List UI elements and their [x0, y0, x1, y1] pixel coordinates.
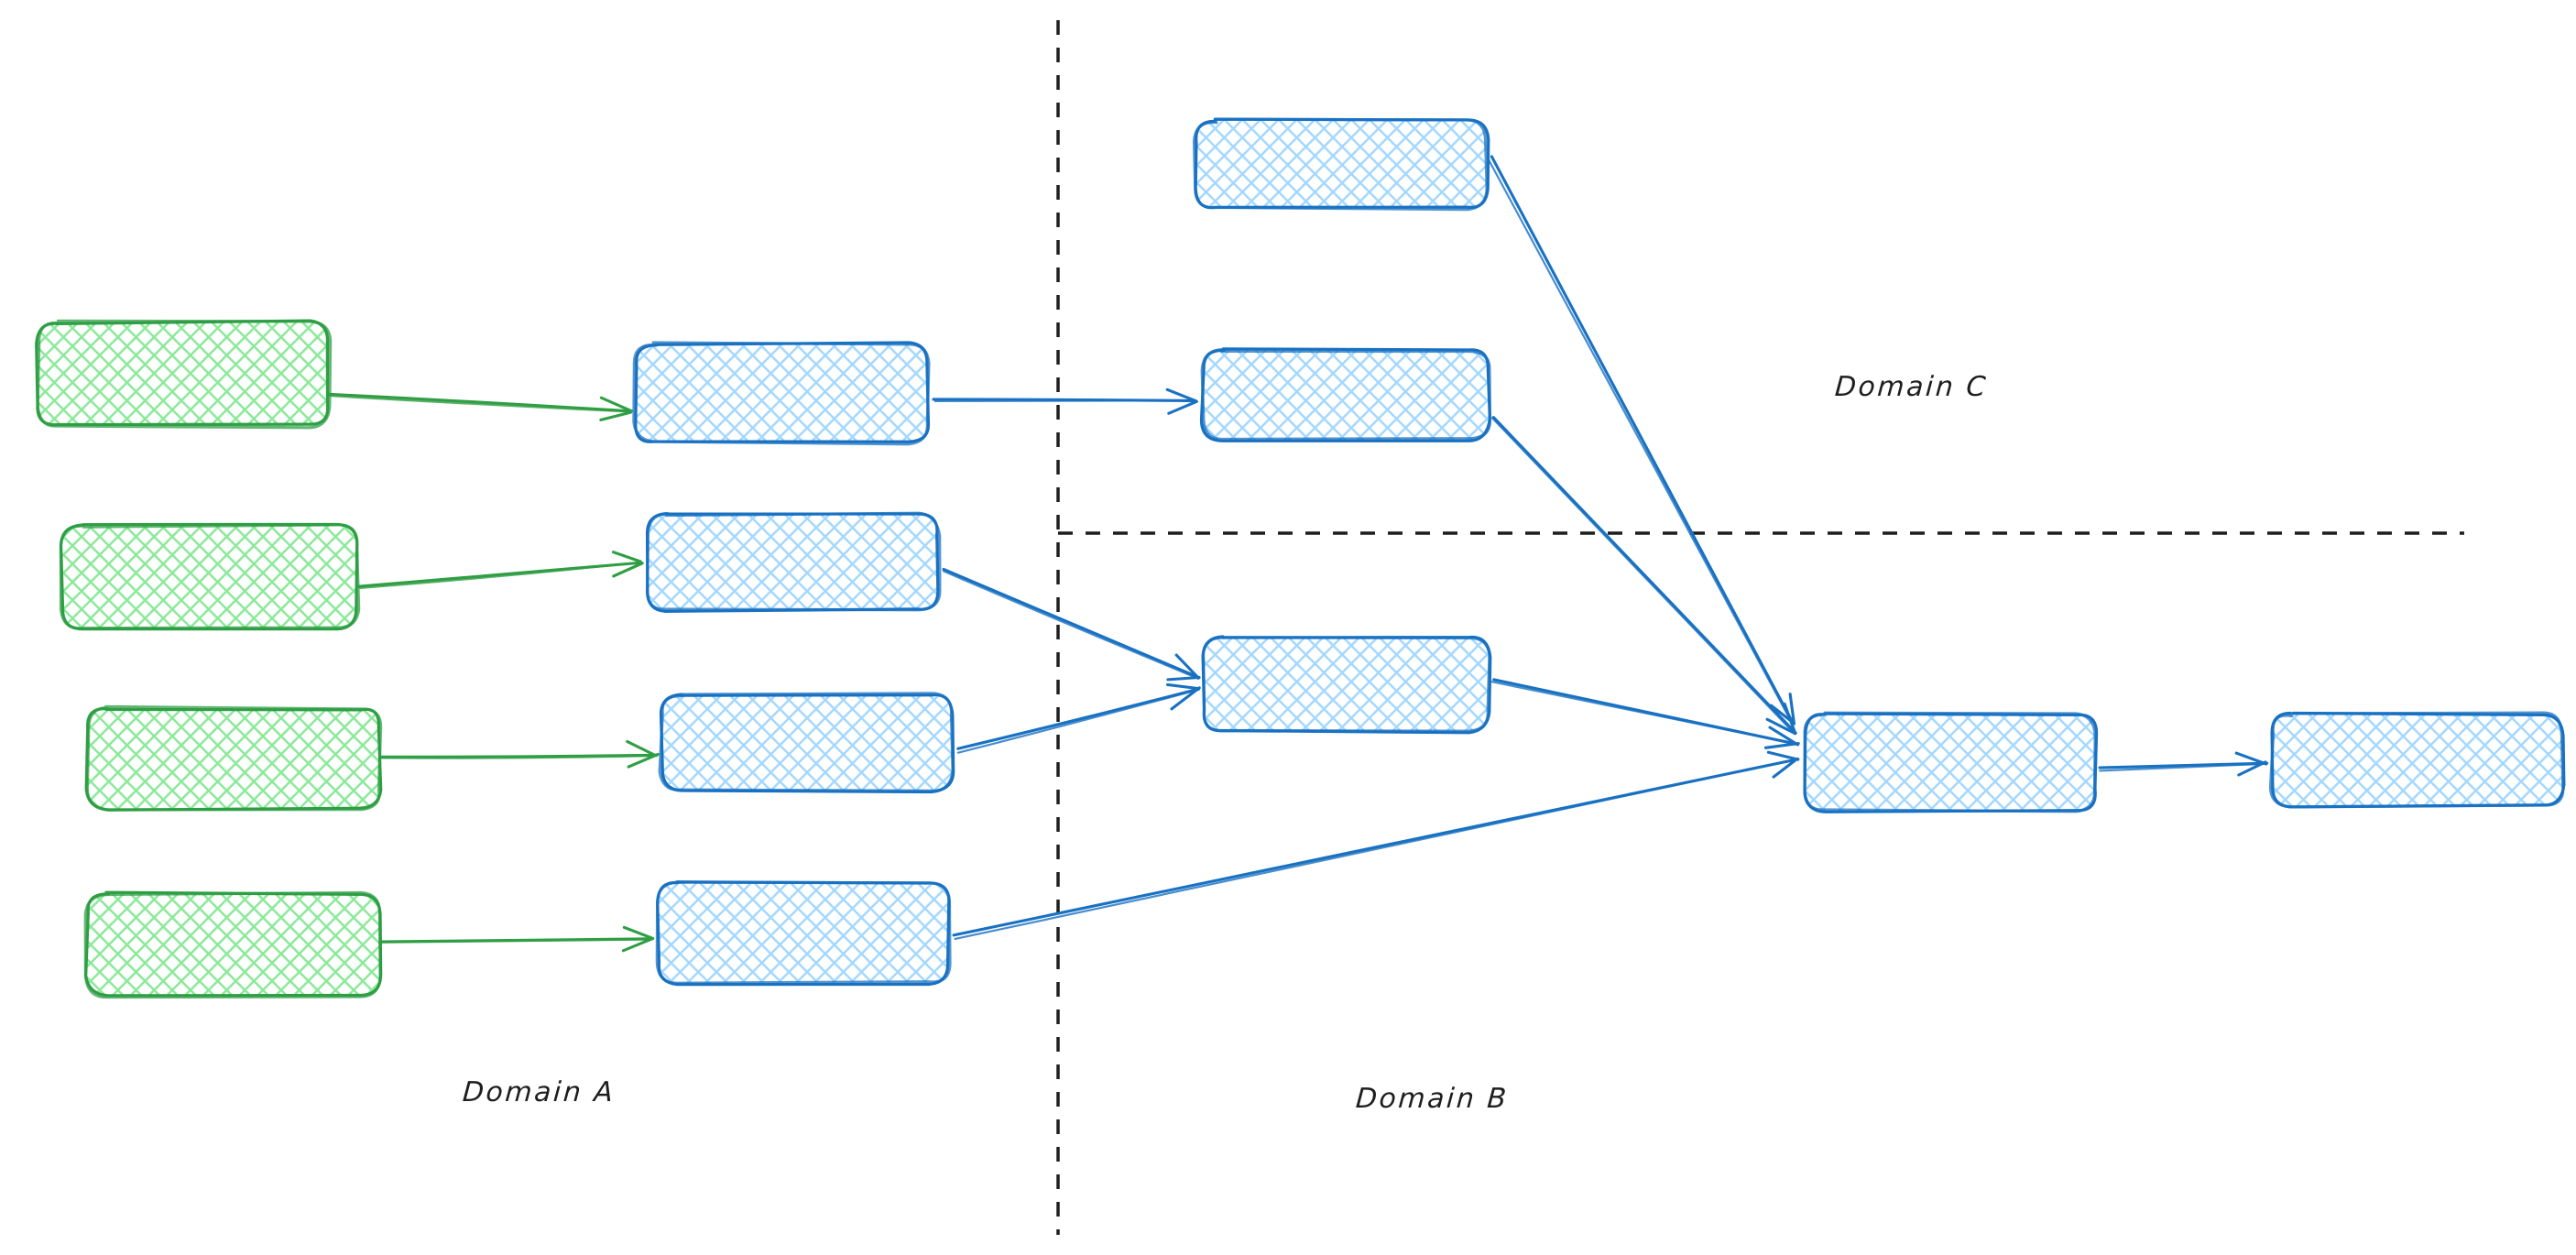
domain-b-label: Domain B — [1354, 1083, 1510, 1115]
edge-c3-d1 — [1490, 678, 1800, 749]
node-fill — [1202, 636, 1490, 732]
edge-c2-d1 — [1491, 416, 1797, 736]
node-c2[interactable] — [1199, 347, 1492, 442]
edge-b1-c2 — [932, 387, 1198, 415]
node-b2[interactable] — [645, 511, 942, 613]
edge-arrowhead-upper — [1772, 757, 1799, 779]
edge-shaft — [1491, 416, 1797, 735]
node-outline — [83, 890, 382, 999]
node-fill — [660, 693, 954, 791]
edge-shaft — [1490, 681, 1799, 746]
node-outline — [1202, 636, 1491, 733]
edge-shaft — [380, 754, 659, 759]
node-outline — [35, 319, 330, 427]
edge-arrowhead-lower — [611, 551, 642, 563]
edge-d1-e1 — [2098, 751, 2269, 777]
node-fill — [2271, 714, 2564, 807]
node-outline — [59, 523, 361, 630]
node-outline — [1192, 117, 1489, 212]
edge-a2-b2 — [356, 551, 644, 589]
node-fill — [87, 892, 381, 997]
node-outline — [85, 704, 383, 812]
node-b4[interactable] — [655, 880, 952, 987]
node-outline — [2268, 711, 2565, 809]
node-c1[interactable] — [1192, 117, 1490, 212]
node-a2[interactable] — [59, 522, 361, 631]
node-fill — [635, 343, 929, 442]
node-fill — [37, 322, 330, 427]
node-b3[interactable] — [658, 692, 955, 794]
edge-a3-b3 — [380, 739, 660, 769]
node-fill — [1804, 714, 2097, 812]
edge-arrowhead-lower — [1165, 387, 1198, 403]
node-fill — [86, 708, 381, 810]
node-fill — [62, 525, 358, 629]
node-outline — [1200, 348, 1492, 442]
node-a1[interactable] — [35, 319, 333, 430]
edge-arrowhead-lower — [622, 925, 653, 940]
edge-arrowhead-upper — [1170, 686, 1201, 711]
node-outline — [632, 341, 931, 446]
edge-arrowhead-upper — [621, 936, 655, 953]
edge-arrowhead-lower — [1788, 693, 1796, 726]
edge-arrowhead-upper — [1765, 717, 1797, 736]
edge-arrowhead-lower — [2234, 751, 2268, 766]
edge-arrowhead-upper — [599, 410, 633, 421]
edge-shaft — [1487, 158, 1794, 726]
node-c3[interactable] — [1201, 635, 1492, 735]
edge-b4-d1 — [952, 750, 1800, 941]
edge-shaft — [379, 938, 653, 944]
edge-shaft — [327, 394, 631, 413]
edge-shaft — [2099, 762, 2268, 772]
node-outline — [655, 880, 952, 985]
edge-arrowhead-upper — [1167, 399, 1198, 415]
node-a3[interactable] — [84, 704, 383, 812]
edge-shaft — [942, 570, 1199, 680]
edge-arrowhead-lower — [599, 396, 633, 413]
edge-shaft — [956, 687, 1200, 750]
node-fill — [646, 514, 939, 611]
edge-arrowhead-upper — [612, 562, 644, 578]
edge-b2-c3 — [942, 567, 1201, 682]
node-b1[interactable] — [632, 341, 931, 446]
node-fill — [1195, 120, 1488, 209]
node-fill — [657, 881, 950, 983]
edge-shaft — [327, 392, 633, 413]
edge-a4-b4 — [379, 925, 655, 953]
domain-c-label: Domain C — [1833, 371, 1990, 403]
edge-arrowhead-lower — [1768, 726, 1799, 747]
node-e1[interactable] — [2268, 711, 2566, 809]
edge-arrowhead-lower — [1766, 750, 1800, 761]
node-outline — [1803, 711, 2097, 813]
nodes-group — [35, 117, 2566, 999]
edge-arrowhead-lower — [1174, 653, 1200, 680]
edge-arrowhead-upper — [1763, 741, 1800, 749]
node-outline — [645, 511, 942, 612]
edge-shaft — [956, 688, 1200, 754]
edge-c1-d1 — [1487, 155, 1796, 726]
edges-group — [327, 155, 2269, 953]
edge-arrowhead-upper — [627, 752, 660, 769]
edge-shaft — [358, 561, 642, 589]
edge-shaft — [954, 758, 1800, 941]
edge-b3-c3 — [956, 682, 1201, 754]
node-outline — [36, 319, 333, 430]
edge-shaft — [1490, 155, 1796, 726]
edge-shaft — [942, 567, 1200, 679]
edge-arrowhead-lower — [626, 739, 658, 758]
edge-shaft — [1491, 417, 1796, 736]
node-a4[interactable] — [83, 890, 383, 999]
edge-arrowhead-lower — [1783, 702, 1797, 735]
edge-arrowhead-upper — [2237, 760, 2267, 777]
domain-a-label: Domain A — [461, 1076, 617, 1108]
node-outline — [658, 692, 955, 792]
edge-shaft — [933, 399, 1196, 403]
edge-a1-b1 — [327, 392, 633, 421]
edge-arrowhead-upper — [1166, 675, 1201, 682]
node-fill — [1202, 349, 1490, 441]
edge-arrowhead-lower — [1166, 682, 1200, 691]
domain-dividers — [1056, 20, 2464, 1235]
node-d1[interactable] — [1803, 711, 2099, 813]
